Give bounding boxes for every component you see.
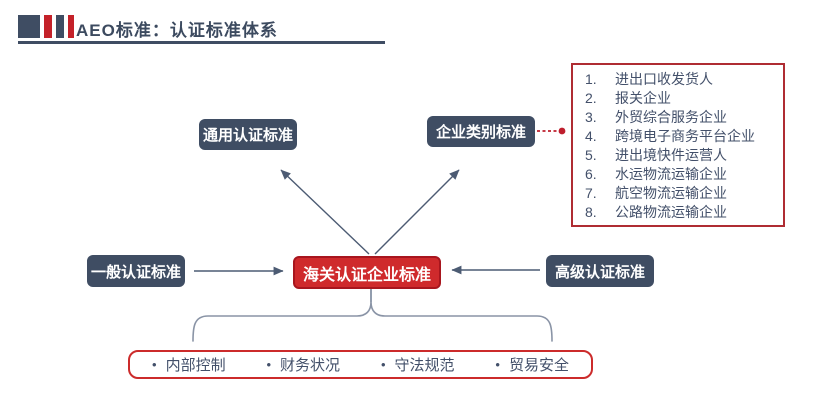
- list-item-text: 进出境快件运营人: [615, 147, 727, 163]
- node-customs-cert-label: 海关认证企业标准: [302, 266, 431, 284]
- node-advanced-cert-label: 高级认证标准: [554, 263, 645, 281]
- list-item-text: 跨境电子商务平台企业: [615, 128, 755, 144]
- criteria-item: • 财务状况: [266, 354, 340, 375]
- list-item: 6. 水运物流运输企业: [585, 165, 783, 184]
- list-item-number: 1.: [585, 71, 597, 87]
- bar-square: [18, 15, 40, 38]
- page-title: AEO标准：认证标准体系: [76, 21, 278, 40]
- node-basic-cert-label: 一般认证标准: [90, 263, 181, 281]
- list-item: 7. 航空物流运输企业: [585, 184, 783, 203]
- node-general-cert-label: 通用认证标准: [202, 127, 293, 144]
- list-item: 5. 进出境快件运营人: [585, 146, 783, 165]
- header-bars-icon: [18, 15, 74, 38]
- bar-red-2: [68, 15, 74, 38]
- list-item-text: 报关企业: [615, 90, 671, 106]
- list-item: 3. 外贸综合服务企业: [585, 108, 783, 127]
- list-item: 2. 报关企业: [585, 89, 783, 108]
- list-item-text: 航空物流运输企业: [615, 185, 727, 201]
- node-category-std: 企业类别标准: [427, 116, 535, 147]
- brace: [192, 301, 553, 342]
- list-item: 1. 进出口收发货人: [585, 70, 783, 89]
- list-item-number: 6.: [585, 166, 597, 182]
- list-item: 4. 跨境电子商务平台企业: [585, 127, 783, 146]
- node-advanced-cert: 高级认证标准: [546, 255, 654, 287]
- bullet-icon: •: [152, 357, 157, 372]
- bar-slate: [56, 15, 64, 38]
- list-item-number: 4.: [585, 128, 597, 144]
- node-category-std-label: 企业类别标准: [435, 124, 526, 141]
- criteria-item: • 贸易安全: [495, 354, 569, 375]
- list-item-number: 2.: [585, 90, 597, 106]
- bar-red-1: [44, 15, 52, 38]
- list-item: 8. 公路物流运输企业: [585, 203, 783, 222]
- criteria-item-text: 守法规范: [394, 357, 455, 374]
- title-underline: [18, 41, 385, 44]
- list-item-text: 公路物流运输企业: [615, 204, 727, 220]
- criteria-item: • 内部控制: [152, 354, 226, 375]
- connector-dot: [558, 127, 566, 135]
- criteria-item: • 守法规范: [381, 354, 455, 375]
- criteria-item-text: 内部控制: [165, 357, 226, 374]
- list-item-text: 水运物流运输企业: [615, 166, 727, 182]
- list-item-number: 3.: [585, 109, 597, 125]
- list-item-text: 外贸综合服务企业: [615, 109, 727, 125]
- list-item-number: 7.: [585, 185, 597, 201]
- bullet-icon: •: [495, 357, 500, 372]
- arrow-up-left: [280, 169, 370, 255]
- criteria-box: • 内部控制 • 财务状况 • 守法规范 • 贸易安全: [128, 350, 593, 379]
- list-item-text: 进出口收发货人: [615, 71, 713, 87]
- criteria-item-text: 贸易安全: [508, 357, 569, 374]
- bullet-icon: •: [266, 357, 272, 372]
- node-customs-cert: 海关认证企业标准: [293, 256, 441, 289]
- node-basic-cert: 一般认证标准: [87, 255, 185, 287]
- bullet-icon: •: [380, 357, 386, 372]
- criteria-item-text: 财务状况: [280, 357, 341, 374]
- list-item-number: 5.: [585, 147, 597, 163]
- arrow-up-right: [374, 169, 460, 255]
- node-general-cert: 通用认证标准: [199, 119, 297, 150]
- enterprise-type-list: 1. 进出口收发货人 2. 报关企业 3. 外贸综合服务企业 4. 跨境电子商务…: [571, 63, 785, 227]
- list-item-number: 8.: [585, 204, 597, 220]
